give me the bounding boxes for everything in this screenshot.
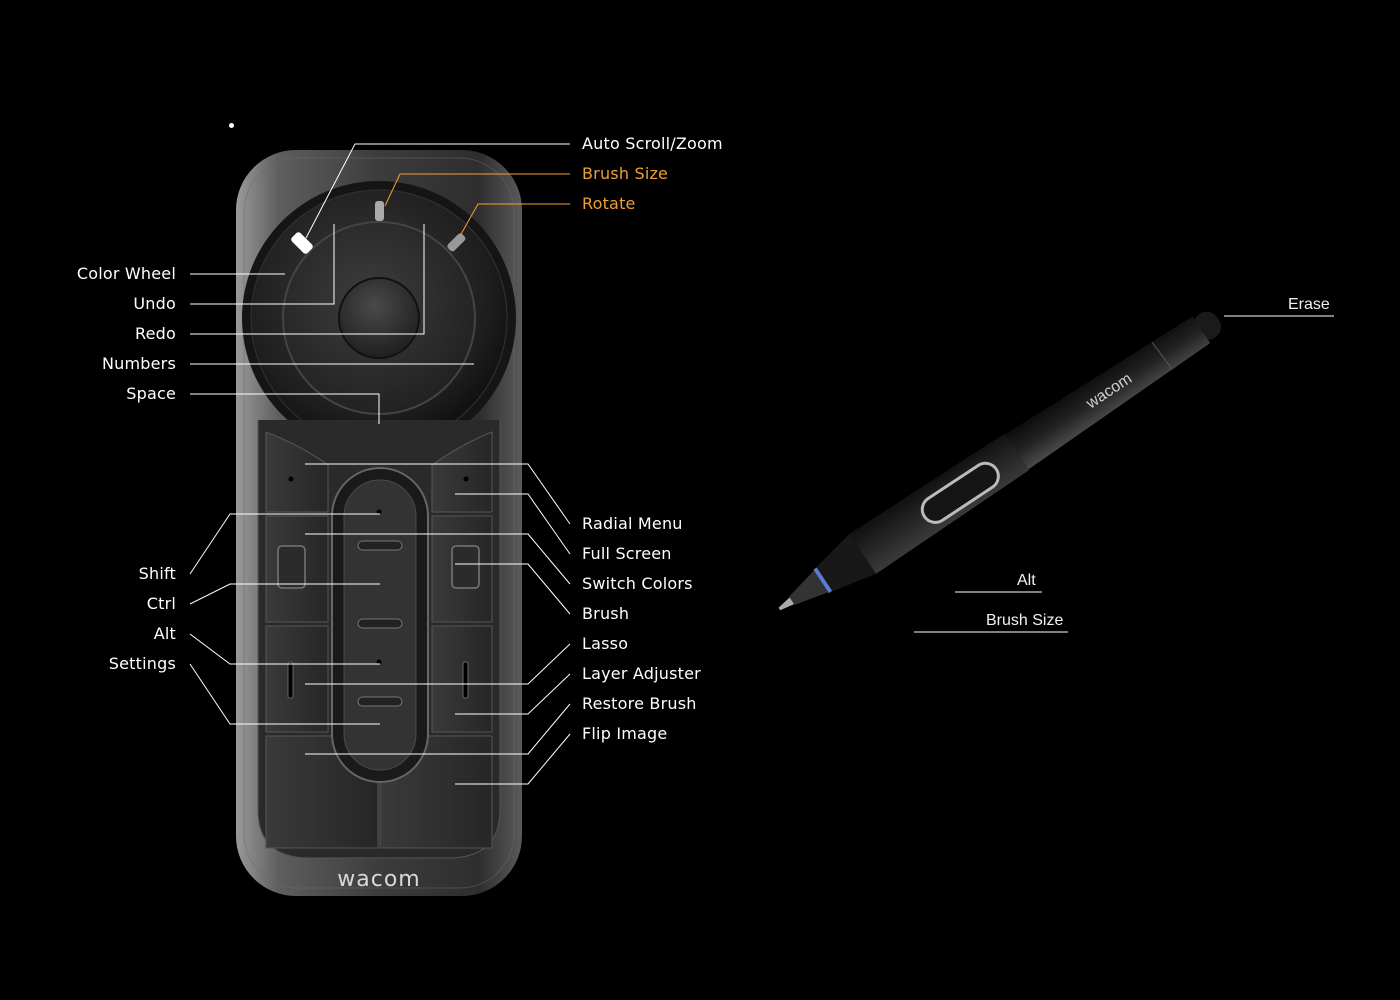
key-switch-colors[interactable] bbox=[357, 618, 403, 629]
label-alt: Alt bbox=[153, 624, 176, 643]
label-color-wheel: Color Wheel bbox=[76, 264, 176, 283]
mode-led-rotate bbox=[447, 233, 466, 252]
pen-barrel bbox=[1005, 316, 1211, 470]
key-radial-menu[interactable] bbox=[265, 431, 329, 513]
pen-ring bbox=[813, 567, 833, 594]
label-numbers: Numbers bbox=[101, 354, 176, 373]
label-redo: Redo bbox=[135, 324, 176, 343]
remote-brand: wacom bbox=[337, 867, 420, 892]
label-brush: Brush bbox=[582, 604, 630, 623]
key-settings[interactable] bbox=[357, 696, 403, 707]
label-space: Space bbox=[126, 384, 176, 403]
label-flip-image: Flip Image bbox=[582, 724, 668, 743]
mode-led-auto-scroll bbox=[291, 232, 313, 254]
label-pen-brush-size: Brush Size bbox=[986, 612, 1064, 629]
label-shift: Shift bbox=[138, 564, 176, 583]
pen-side-switch[interactable] bbox=[917, 458, 1003, 527]
label-restore-brush: Restore Brush bbox=[582, 694, 697, 713]
label-ctrl: Ctrl bbox=[146, 594, 176, 613]
label-brush-size: Brush Size bbox=[582, 164, 669, 183]
mode-led-brush-size bbox=[375, 201, 384, 221]
label-pen-alt: Alt bbox=[1017, 572, 1036, 589]
pen-nib bbox=[778, 597, 795, 611]
key-alt[interactable] bbox=[265, 625, 329, 733]
label-full-screen: Full Screen bbox=[582, 544, 672, 563]
label-radial-menu: Radial Menu bbox=[582, 514, 683, 533]
label-rotate: Rotate bbox=[582, 194, 636, 213]
key-ctrl[interactable] bbox=[357, 540, 403, 551]
marker-dot bbox=[229, 123, 234, 128]
key-full-screen[interactable] bbox=[431, 431, 493, 513]
center-button[interactable] bbox=[338, 277, 420, 359]
label-undo: Undo bbox=[133, 294, 176, 313]
label-auto-scroll-zoom: Auto Scroll/Zoom bbox=[582, 134, 723, 153]
key-restore-brush[interactable] bbox=[431, 625, 493, 733]
label-layer-adjuster: Layer Adjuster bbox=[582, 664, 701, 683]
label-settings: Settings bbox=[108, 654, 176, 673]
label-switch-colors: Switch Colors bbox=[582, 574, 693, 593]
pro-pen: wacom bbox=[778, 311, 1222, 611]
label-pen-erase: Erase bbox=[1288, 296, 1330, 313]
label-lasso: Lasso bbox=[582, 634, 629, 653]
leader-lines bbox=[189, 143, 1334, 785]
